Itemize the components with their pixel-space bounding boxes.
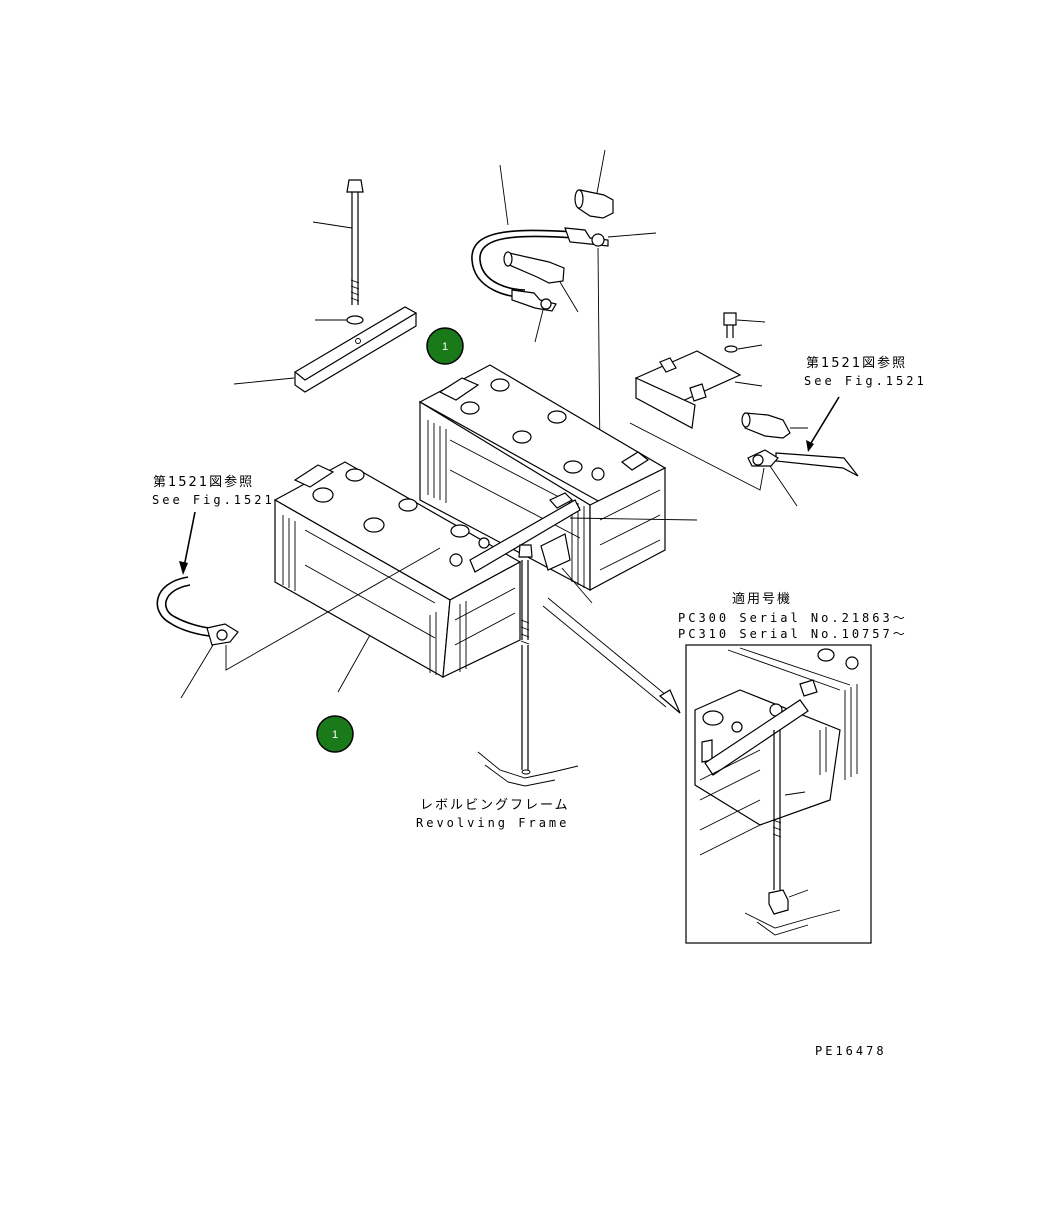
- ref-right-en: See Fig.1521: [804, 374, 927, 388]
- callout-1-top[interactable]: 1: [426, 327, 464, 365]
- guide-line-right: [629, 422, 765, 491]
- frame-label-en: Revolving Frame: [416, 816, 569, 830]
- battery-front: [273, 461, 522, 693]
- battery-connector-bar: [469, 492, 698, 604]
- svg-text:1: 1: [442, 341, 448, 353]
- detail-inset: [685, 644, 872, 944]
- frame-label-jp: レボルビングフレーム: [420, 798, 570, 813]
- applicable-title: 適用号機: [732, 591, 792, 607]
- callout-1-bottom[interactable]: 1: [316, 715, 354, 753]
- battery-holder-rod: [312, 179, 364, 325]
- bolt-small: [723, 312, 766, 353]
- svg-text:1: 1: [332, 729, 338, 741]
- battery-cable-left: [156, 511, 441, 699]
- ref-left-en: See Fig.1521: [152, 493, 275, 507]
- revolving-frame-stub: [477, 751, 579, 787]
- ref-left-jp: 第1521図参照: [153, 474, 254, 490]
- terminal-cover-right: [741, 412, 808, 439]
- battery-cable-top: [471, 164, 657, 343]
- lower-rod: [518, 544, 533, 770]
- bracket-cover: [634, 350, 763, 429]
- detail-arrow: [542, 597, 681, 714]
- terminal-cover-top: [574, 149, 614, 219]
- applicable-line2: PC310 Serial No.10757〜: [678, 627, 908, 641]
- terminal-cover-mid: [503, 251, 579, 313]
- battery-cable-right: [747, 396, 859, 507]
- applicable-line1: PC300 Serial No.21863〜: [678, 611, 908, 625]
- ref-right-jp: 第1521図参照: [806, 355, 907, 371]
- hold-down-bar: [233, 306, 418, 393]
- drawing-id: PE16478: [815, 1044, 887, 1058]
